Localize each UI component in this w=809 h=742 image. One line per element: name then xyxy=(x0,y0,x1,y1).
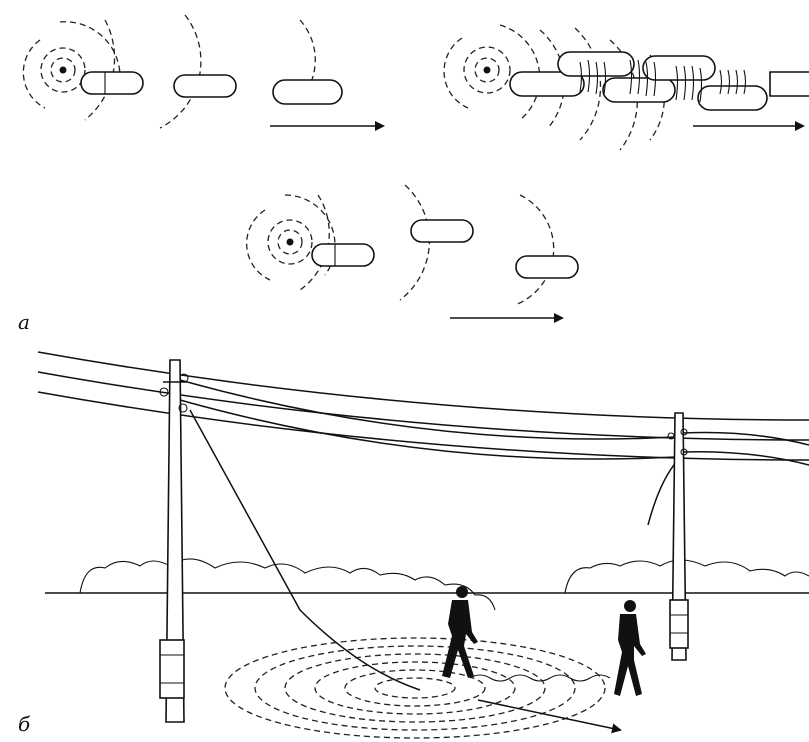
bushes-left xyxy=(79,558,496,611)
utility-pole-left xyxy=(159,359,189,723)
fallen-wire xyxy=(189,409,421,691)
footprint-icon xyxy=(311,243,375,267)
diagram-footsteps-middle xyxy=(246,184,579,323)
footprint-icon xyxy=(769,71,809,97)
walking-person-icon xyxy=(442,586,478,678)
fault-point-icon xyxy=(483,66,491,74)
drag-marks xyxy=(579,59,747,103)
ground-potential-rings xyxy=(224,637,606,739)
panel-label-b: б xyxy=(18,712,31,736)
footprint-icon xyxy=(272,79,343,105)
diagram-footsteps-top-left xyxy=(22,14,385,131)
utility-pole-right xyxy=(667,412,689,661)
power-line-scene xyxy=(37,351,809,739)
fault-point-icon xyxy=(59,66,67,74)
footprint-icon xyxy=(410,219,474,243)
bushes-right xyxy=(564,559,809,594)
diagram-footsteps-top-right xyxy=(443,24,809,151)
fault-point-icon xyxy=(286,238,294,246)
footprint-icon xyxy=(80,71,144,95)
direction-arrow-icon xyxy=(477,699,622,734)
footprint-icon xyxy=(515,255,579,279)
footprint-icon xyxy=(642,55,716,81)
footprint-icon xyxy=(173,74,237,98)
footprint-icon xyxy=(697,85,768,111)
panel-label-a: а xyxy=(18,310,30,334)
walking-person-icon xyxy=(614,600,646,696)
